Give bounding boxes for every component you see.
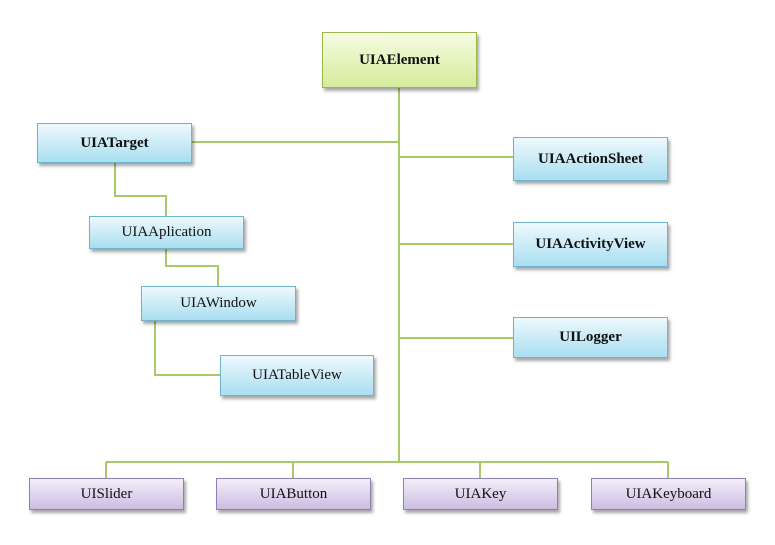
connector-window-tableview — [154, 321, 220, 376]
node-uiaactivityview: UIAActivityView — [513, 222, 668, 267]
node-uiaaplication: UIAAplication — [89, 216, 244, 249]
node-uiabutton: UIAButton — [216, 478, 371, 510]
connector-target-application — [114, 163, 167, 216]
connector-application-window — [165, 249, 219, 286]
node-uilogger: UILogger — [513, 317, 668, 358]
node-uiakeyboard: UIAKeyboard — [591, 478, 746, 510]
node-uiakey: UIAKey — [403, 478, 558, 510]
node-root: UIAElement — [322, 32, 477, 88]
node-uiawindow: UIAWindow — [141, 286, 296, 321]
node-uiatableview: UIATableView — [220, 355, 374, 396]
node-uiatarget: UIATarget — [37, 123, 192, 163]
node-uiaactionsheet: UIAActionSheet — [513, 137, 668, 181]
node-uislider: UISlider — [29, 478, 184, 510]
